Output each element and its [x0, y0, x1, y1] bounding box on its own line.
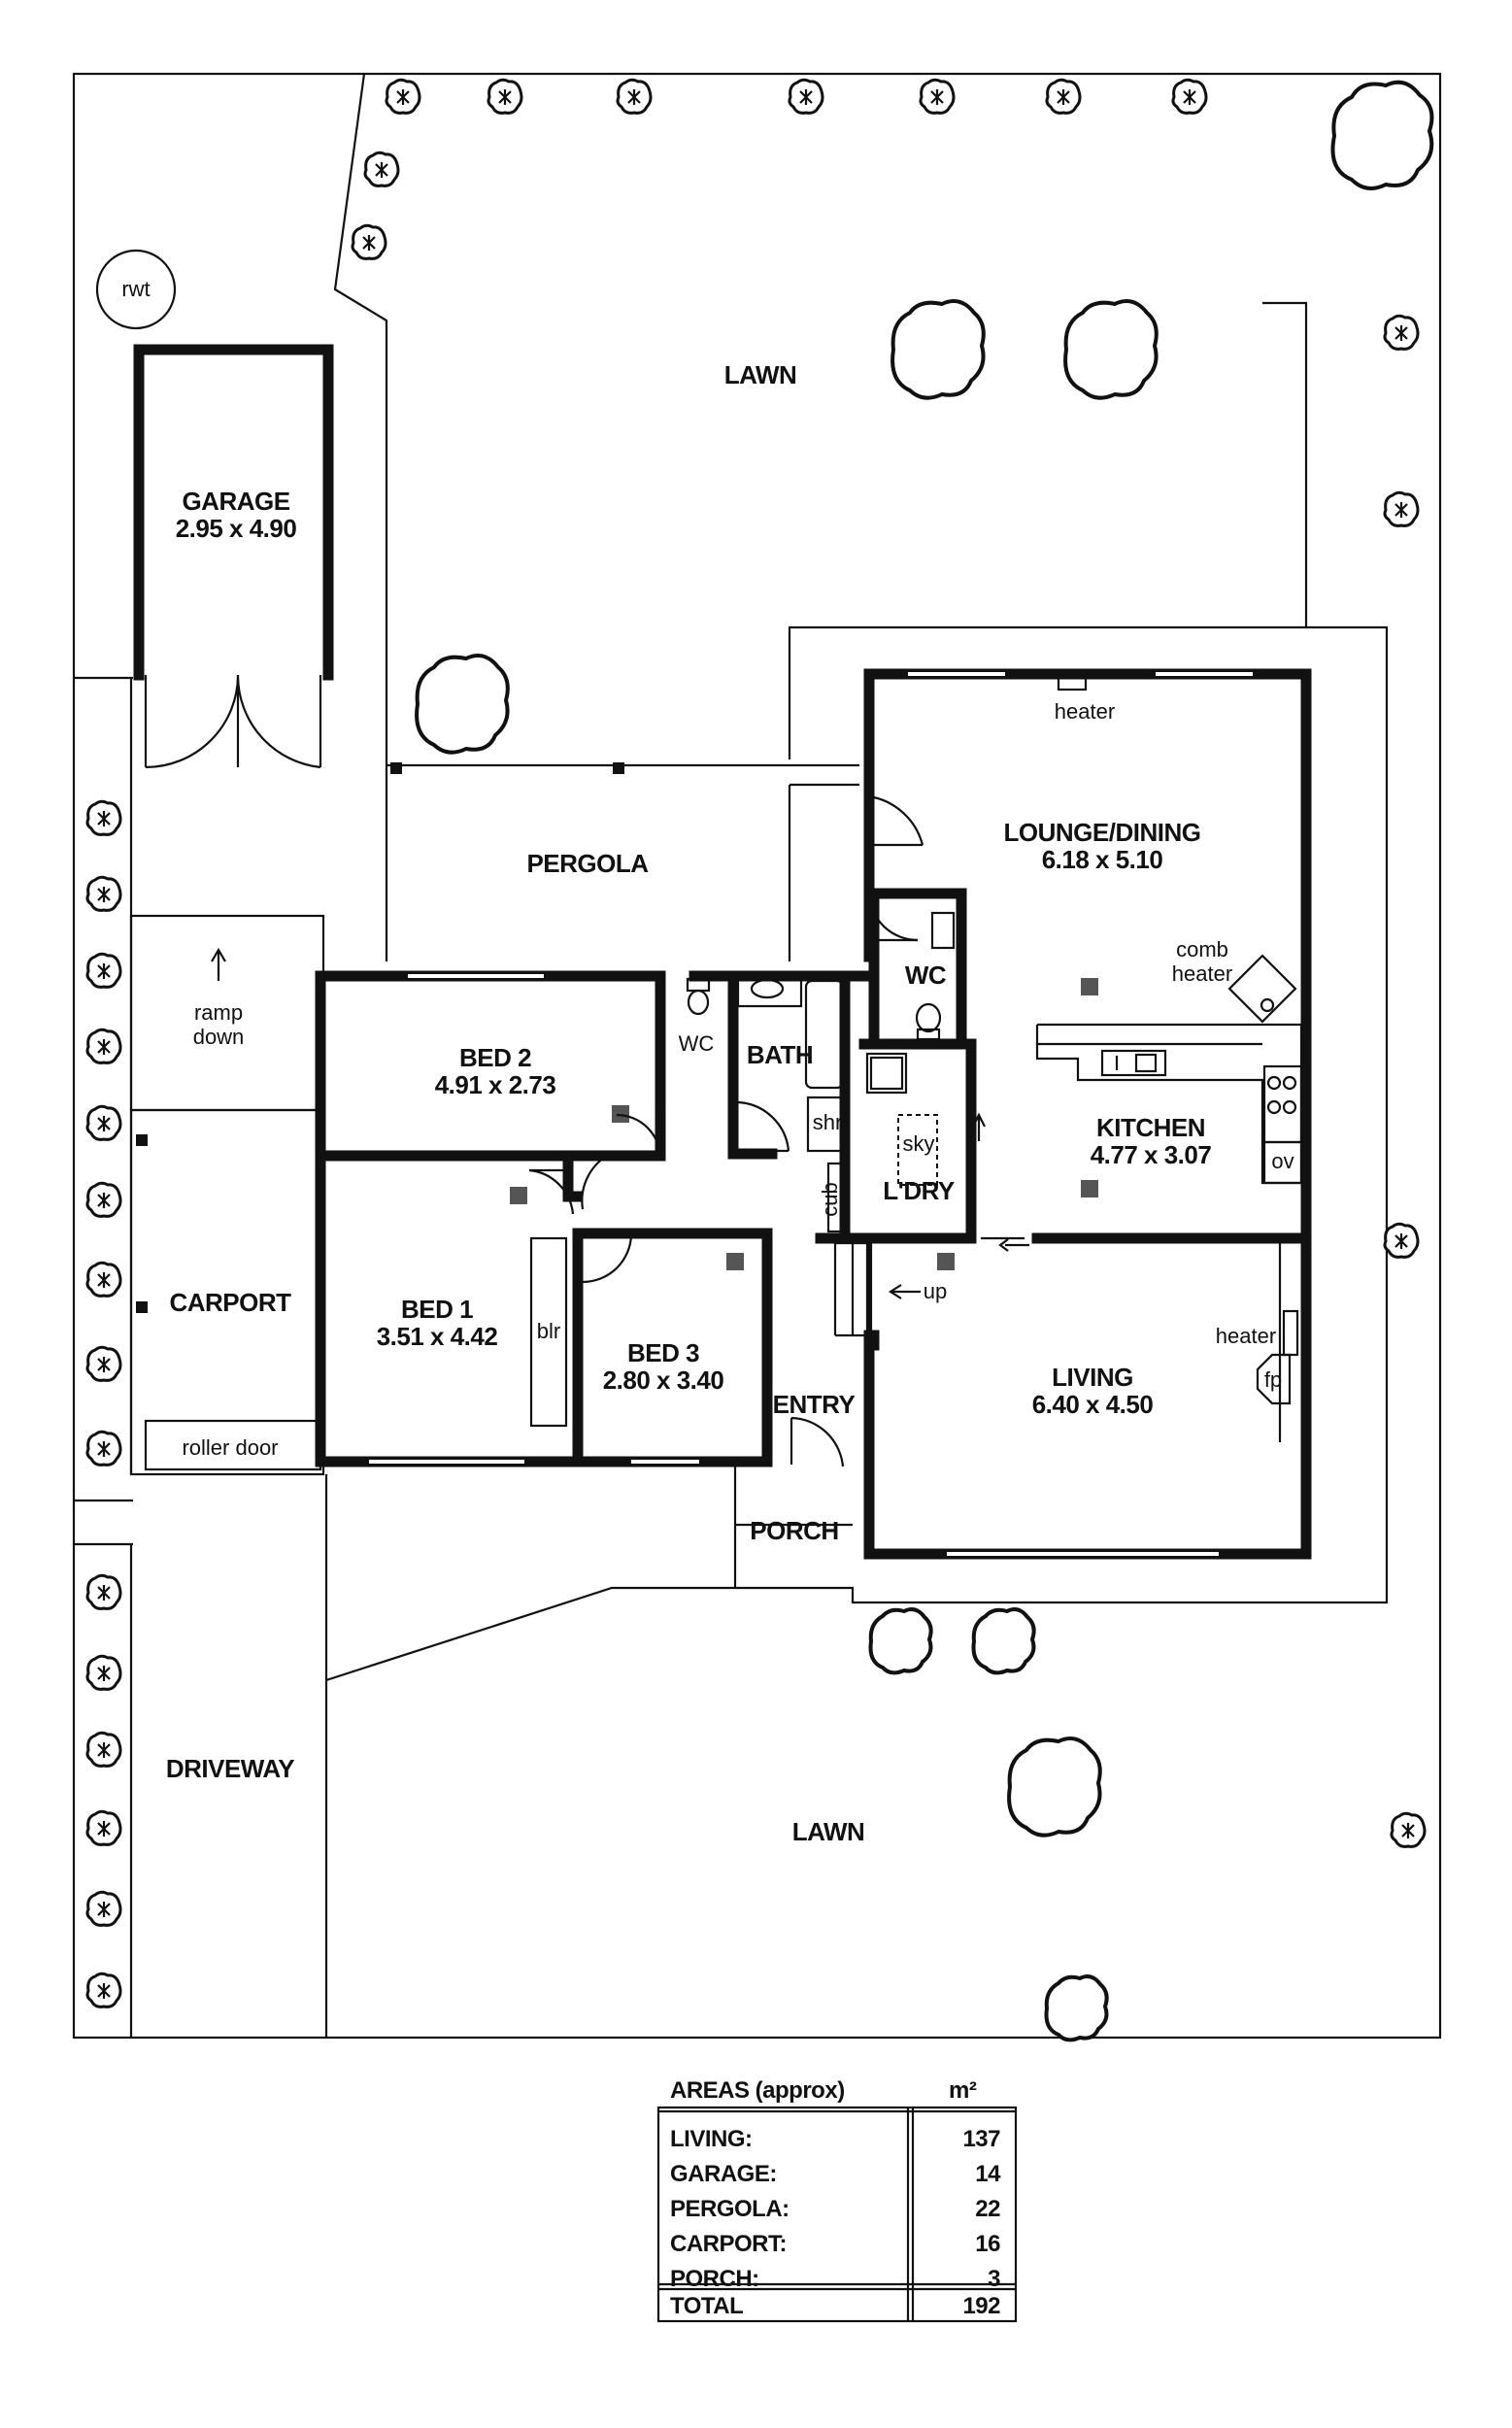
site-lines	[74, 73, 1389, 2038]
comb-heater-label-1: comb	[1176, 937, 1228, 961]
areas-row-value: 22	[975, 2196, 1000, 2222]
bed3-dims: 2.80 x 3.40	[603, 1366, 724, 1395]
shrub-icon	[1383, 314, 1420, 351]
shrub-icon	[85, 799, 122, 836]
ramp-label: ramp	[194, 1000, 243, 1025]
areas-row-value: 137	[962, 2126, 1000, 2152]
pergola-label: PERGOLA	[526, 849, 649, 878]
rainwater-tank	[95, 249, 177, 330]
rwt-label: rwt	[121, 277, 150, 301]
kitchen-label: KITCHEN	[1096, 1113, 1205, 1142]
lawn-south-label: LAWN	[792, 1817, 865, 1846]
roller-door-label: roller door	[182, 1435, 278, 1460]
up-label: up	[924, 1279, 947, 1303]
shrub-icon	[1390, 1811, 1427, 1848]
shrub-icons	[85, 78, 1427, 2008]
areas-row-value: 3	[988, 2266, 1000, 2292]
comb-heater-label-2: heater	[1172, 961, 1232, 986]
fireplace-label: fp	[1264, 1367, 1282, 1392]
garage-dims: 2.95 x 4.90	[176, 514, 297, 543]
shr-label: shr	[813, 1110, 843, 1134]
shrub-icon	[1383, 1222, 1420, 1259]
porch-label: PORCH	[750, 1516, 838, 1545]
areas-row-value: 14	[975, 2161, 1001, 2187]
shrub-icon	[616, 78, 653, 115]
bed2-label: BED 2	[459, 1043, 531, 1072]
shrub-icon	[487, 78, 523, 115]
shrub-icon	[85, 1261, 122, 1298]
shrub-icon	[351, 223, 387, 260]
areas-unit: m²	[949, 2077, 977, 2104]
bed2-dims: 4.91 x 2.73	[435, 1070, 556, 1099]
shrub-icon	[85, 1181, 122, 1218]
lawn-north-label: LAWN	[724, 360, 797, 389]
blr-label: blr	[537, 1319, 560, 1343]
bath-label: BATH	[747, 1040, 813, 1069]
shrub-icon	[85, 1573, 122, 1610]
wc2-label: WC	[905, 961, 947, 990]
property-boundary	[72, 72, 1442, 2040]
bed3-label: BED 3	[627, 1338, 699, 1367]
areas-title: AREAS (approx)	[670, 2077, 845, 2104]
living-dims: 6.40 x 4.50	[1032, 1390, 1154, 1419]
internal-details	[510, 676, 1303, 1442]
driveway-label: DRIVEWAY	[166, 1754, 294, 1783]
shrub-icon	[85, 1654, 122, 1691]
laundry-label: L'DRY	[883, 1176, 955, 1205]
shrub-icon	[85, 1890, 122, 1927]
shrub-icon	[85, 1430, 122, 1467]
carport-label: CARPORT	[169, 1288, 291, 1317]
oven-label: ov	[1271, 1149, 1294, 1173]
lounge-dims: 6.18 x 5.10	[1042, 845, 1163, 874]
windows	[369, 669, 1253, 1559]
shrub-icon	[1383, 490, 1420, 527]
areas-total-label: TOTAL	[670, 2293, 743, 2319]
lounge-heater-label: heater	[1055, 699, 1115, 724]
shrub-icon	[385, 78, 421, 115]
cub-label: cub	[818, 1182, 842, 1216]
wc1-label: WC	[679, 1031, 715, 1056]
shrub-icon	[85, 1345, 122, 1382]
shrub-icon	[1045, 78, 1082, 115]
areas-row-label: PERGOLA:	[670, 2196, 790, 2222]
areas-row-label: GARAGE:	[670, 2161, 777, 2187]
shrub-icon	[85, 875, 122, 912]
shrub-icon	[85, 1104, 122, 1141]
living-heater-label: heater	[1216, 1324, 1276, 1348]
shrub-icon	[1171, 78, 1208, 115]
shrub-icon	[85, 1731, 122, 1768]
shrub-icon	[788, 78, 824, 115]
kitchen-dims: 4.77 x 3.07	[1091, 1140, 1212, 1169]
areas-row-label: CARPORT:	[670, 2231, 787, 2257]
shrub-icon	[919, 78, 956, 115]
bed1-label: BED 1	[401, 1295, 473, 1324]
areas-row-label: PORCH:	[670, 2266, 759, 2292]
ramp-label-2: down	[193, 1025, 245, 1049]
lounge-label: LOUNGE/DINING	[1004, 818, 1201, 847]
shrub-icon	[85, 952, 122, 989]
living-label: LIVING	[1052, 1363, 1133, 1392]
garage	[133, 344, 334, 769]
garage-label: GARAGE	[182, 487, 289, 516]
shrub-icon	[85, 1972, 122, 2008]
laundry-sky-label: sky	[903, 1131, 935, 1156]
shrub-icon	[85, 1809, 122, 1846]
doors	[528, 794, 924, 1467]
areas-row-value: 16	[975, 2231, 1000, 2257]
shrub-icon	[85, 1028, 122, 1064]
bed1-dims: 3.51 x 4.42	[377, 1322, 498, 1351]
areas-total-value: 192	[962, 2293, 1000, 2319]
shrub-icon	[363, 151, 400, 187]
entry-label: ENTRY	[773, 1390, 856, 1419]
areas-row-label: LIVING:	[670, 2126, 753, 2152]
tree-icons	[415, 80, 1434, 2042]
